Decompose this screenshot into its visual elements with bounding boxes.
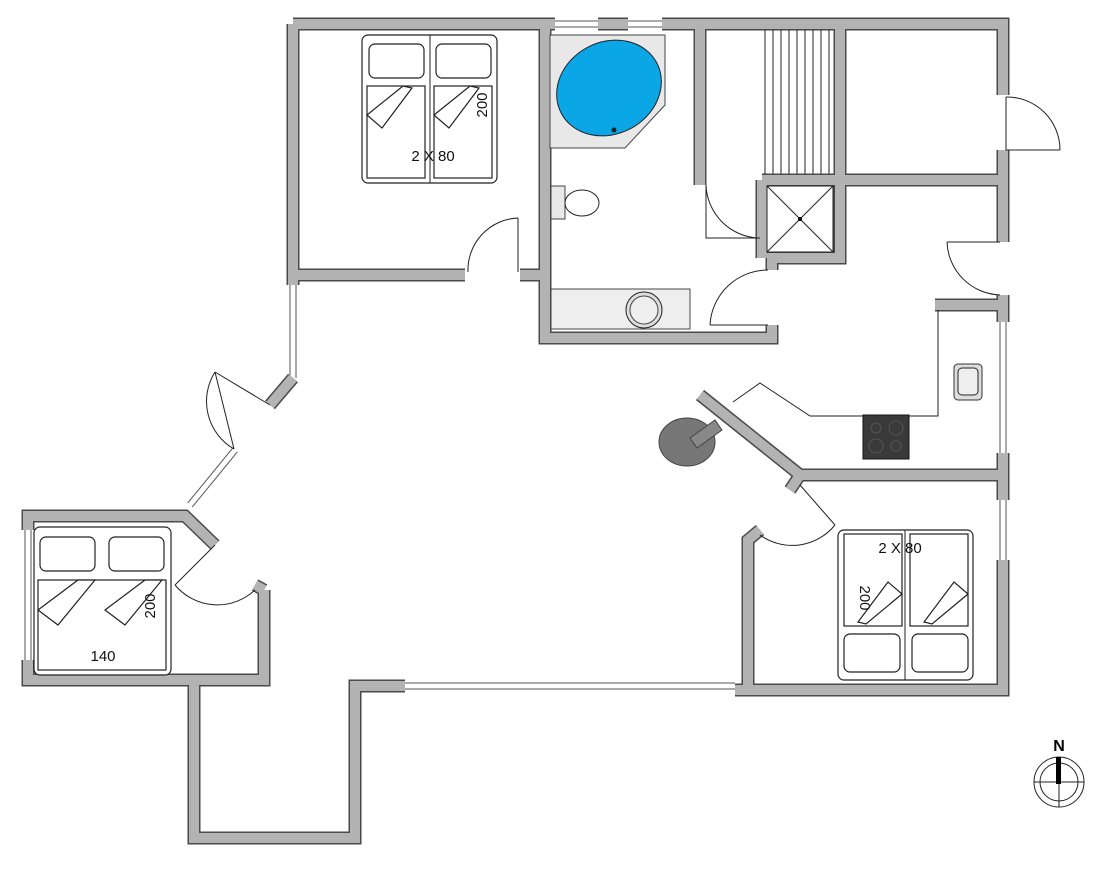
window-pane bbox=[191, 451, 238, 508]
sauna-bench bbox=[764, 30, 830, 174]
shower bbox=[766, 185, 834, 253]
bed-double-west: 140 200 bbox=[33, 526, 172, 676]
bed-double-east: 2 X 80 200 bbox=[837, 529, 974, 681]
wall bbox=[743, 526, 764, 690]
door-sauna bbox=[705, 184, 760, 239]
compass-north-label: N bbox=[1053, 738, 1065, 755]
wall bbox=[767, 24, 845, 270]
wall bbox=[662, 17, 1010, 95]
door-utility bbox=[946, 241, 1001, 296]
door-bedroom-east bbox=[759, 484, 836, 546]
wall bbox=[266, 374, 297, 409]
wall bbox=[696, 391, 1003, 480]
wall bbox=[662, 19, 1008, 95]
bathtub bbox=[549, 34, 666, 149]
kitchen-sink bbox=[953, 363, 983, 401]
wall bbox=[23, 590, 269, 685]
wall bbox=[23, 511, 219, 549]
bed-size-label: 2 X 80 bbox=[878, 540, 921, 557]
wall bbox=[187, 679, 405, 845]
bed-size-label: 2 X 80 bbox=[411, 148, 454, 165]
bed-length-label: 200 bbox=[856, 585, 873, 610]
wall bbox=[735, 560, 1008, 695]
kitchen-counter bbox=[732, 310, 939, 417]
window-pane bbox=[187, 447, 234, 504]
bed-length-label: 200 bbox=[474, 92, 491, 117]
door-bedroom-north bbox=[467, 217, 519, 273]
wall bbox=[252, 580, 267, 595]
bed-length-label: 200 bbox=[142, 593, 159, 618]
north-compass: N bbox=[1033, 738, 1085, 808]
door-terrace bbox=[206, 371, 271, 450]
toilet bbox=[550, 185, 600, 220]
washbasin-counter bbox=[550, 288, 691, 330]
wall bbox=[785, 472, 805, 493]
wall bbox=[189, 680, 405, 843]
dining-table bbox=[658, 417, 723, 467]
wall bbox=[540, 24, 777, 343]
stove bbox=[862, 414, 910, 460]
walls bbox=[21, 17, 1010, 845]
door-bedroom-west bbox=[174, 544, 256, 606]
door-entrance bbox=[1005, 96, 1061, 151]
bed-double-north: 2 X 80 200 bbox=[361, 34, 498, 184]
door-bathroom bbox=[709, 269, 769, 326]
bed-size-label: 140 bbox=[90, 648, 115, 665]
doors bbox=[174, 96, 1061, 606]
